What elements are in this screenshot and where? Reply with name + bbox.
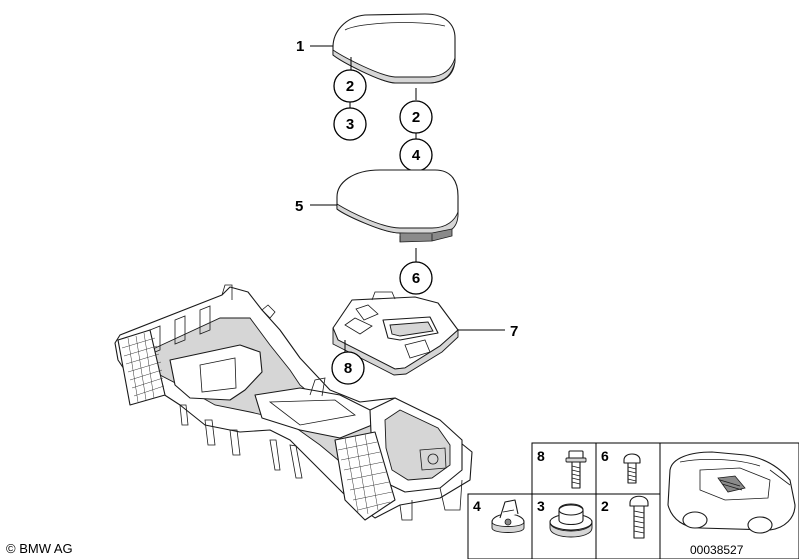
- callout-3-left[interactable]: 3: [333, 107, 367, 141]
- svg-text:3: 3: [346, 116, 354, 133]
- round-head-bolt-icon: [623, 453, 641, 484]
- cap-icon: [549, 503, 593, 538]
- svg-text:6: 6: [412, 270, 420, 287]
- small-parts-grid: [467, 442, 799, 559]
- grid-cell-2[interactable]: 2: [601, 495, 649, 539]
- grid-cell-8[interactable]: 8: [537, 448, 587, 489]
- callout-6[interactable]: 6: [399, 261, 433, 295]
- svg-text:6: 6: [601, 448, 609, 464]
- mesh-panel-left: [117, 329, 166, 406]
- center-console-carrier[interactable]: [114, 284, 473, 521]
- svg-text:3: 3: [537, 498, 545, 514]
- flange-bolt-icon: [565, 450, 587, 489]
- label-7: 7: [510, 323, 518, 340]
- armrest-lid-part-5[interactable]: [336, 169, 459, 243]
- document-number: 00038527: [690, 543, 744, 557]
- round-head-screw-icon: [629, 495, 649, 539]
- tray-frame-part-7[interactable]: [332, 291, 459, 376]
- svg-text:8: 8: [537, 448, 545, 464]
- label-1: 1: [296, 38, 304, 55]
- vehicle-location-illustration: [667, 451, 796, 534]
- armrest-cushion-part-1[interactable]: [332, 13, 456, 84]
- svg-text:2: 2: [601, 498, 609, 514]
- svg-text:4: 4: [412, 147, 421, 164]
- callout-4-right[interactable]: 4: [399, 138, 433, 172]
- svg-text:2: 2: [412, 109, 420, 126]
- callout-2-left[interactable]: 2: [333, 69, 367, 103]
- grid-cell-4[interactable]: 4: [473, 498, 525, 533]
- label-5: 5: [295, 198, 303, 215]
- grid-cell-6[interactable]: 6: [601, 448, 641, 484]
- clip-icon: [491, 499, 525, 533]
- callout-2-right[interactable]: 2: [399, 100, 433, 134]
- copyright-text: © BMW AG: [6, 541, 73, 556]
- svg-text:8: 8: [344, 360, 352, 377]
- callout-8[interactable]: 8: [331, 351, 365, 385]
- svg-text:2: 2: [346, 78, 354, 95]
- grid-cell-3[interactable]: 3: [537, 498, 593, 538]
- mesh-panel-right: [334, 431, 396, 521]
- svg-text:4: 4: [473, 498, 481, 514]
